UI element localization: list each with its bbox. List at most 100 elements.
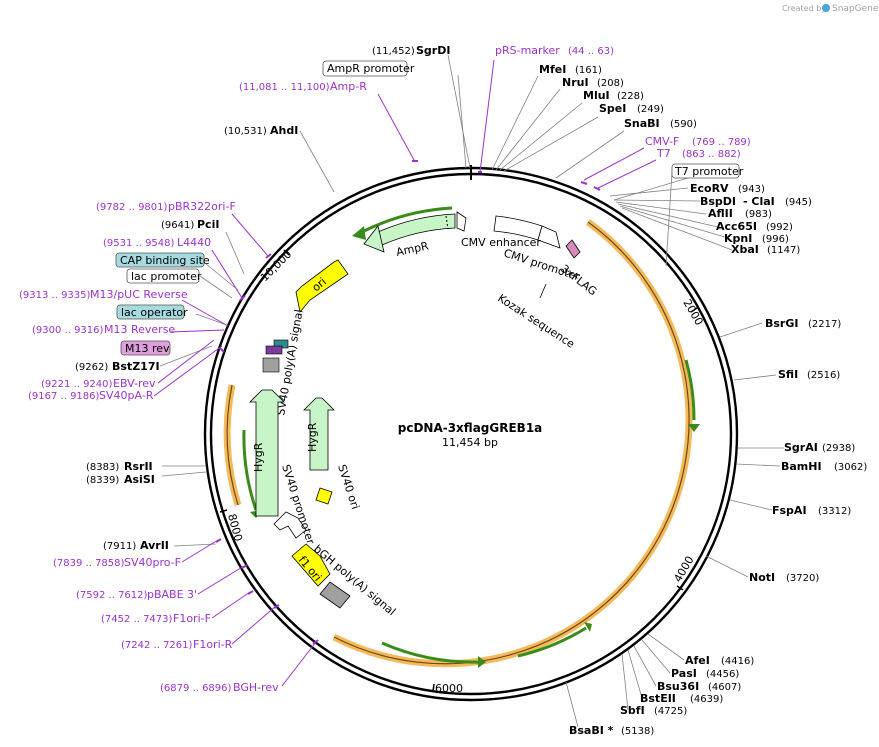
rsrii-pos: (8383)	[86, 462, 119, 473]
f1orir-leader	[231, 605, 277, 645]
sgrai-pos: (2938)	[822, 443, 855, 454]
t7-mark	[593, 186, 601, 191]
sv40-promoter-feature	[273, 511, 307, 539]
bgh-rev-leader	[281, 641, 317, 687]
cmv-promoter-feature	[537, 225, 561, 249]
l4440-leader	[211, 249, 243, 299]
rsrii-name: RsrII	[124, 460, 153, 473]
pbr322-leader	[231, 213, 269, 257]
ampr-body	[377, 213, 456, 246]
orf-arrow-bottom	[381, 641, 481, 664]
kozak-leader	[539, 283, 547, 299]
aflii-pos: (983)	[745, 209, 772, 220]
ori-feature	[295, 259, 349, 313]
ampr-promoter-label: AmpR promoter	[327, 62, 415, 75]
orf-arrow-top	[361, 206, 453, 234]
f1orif-name: F1ori-F	[173, 612, 211, 625]
f1orir-name: F1ori-R	[193, 638, 233, 651]
pbabe-mark	[241, 564, 248, 569]
bspdi-pos: (945)	[785, 197, 812, 208]
snabi-name: SnaBI	[624, 117, 660, 130]
sgrdi-pos: (11,452)	[372, 46, 415, 57]
hygr-label-1: HygR	[252, 442, 265, 472]
avrii-pos: (7911)	[103, 541, 136, 552]
cmv-enhancer-label: CMV enhancer	[461, 236, 541, 249]
flag-label: 3xFLAG	[558, 262, 599, 298]
orf-arc-main	[332, 219, 693, 668]
pasi-name: PasI	[671, 667, 697, 680]
sv40-ori-feature	[315, 487, 333, 505]
bgh-rev-name: BGH-rev	[233, 681, 279, 694]
mfei-name: MfeI	[539, 63, 566, 76]
clai-name: - ClaI	[743, 195, 775, 208]
mlui-pos: (228)	[617, 91, 644, 102]
mlui-name: MluI	[583, 89, 610, 102]
ecorv-name: EcoRV	[690, 182, 729, 195]
m13rev-name: M13 Reverse	[104, 323, 175, 336]
acc65i-name: Acc65I	[716, 220, 757, 233]
plasmid-name: pcDNA-3xflagGREB1a	[398, 421, 543, 435]
xbai-pos: (1147)	[767, 245, 800, 256]
sgrai-name: SgrAI	[784, 441, 818, 454]
t7-promoter-box	[671, 163, 740, 179]
bsrgi-name: BsrGI	[765, 317, 798, 330]
m13-rev-mark	[265, 345, 283, 355]
credit-prefix: Created by	[782, 4, 826, 13]
ahdi-name: AhdI	[270, 124, 298, 137]
ecorv-pos: (943)	[738, 184, 765, 195]
cmv-f-leader	[583, 147, 645, 181]
m13rev-leader	[169, 329, 225, 333]
bamhi-pos: (3062)	[834, 462, 867, 473]
ampr-primer-name: Amp-R	[330, 80, 367, 93]
asisi-name: AsiSI	[124, 473, 155, 486]
sfii-pos: (2516)	[807, 370, 840, 381]
cap-site-label: CAP binding site	[120, 254, 210, 267]
bsabi-name: BsaBI *	[569, 724, 614, 737]
bsu36i-pos: (4607)	[708, 682, 741, 693]
m13puc-pos: (9313 .. 9335)	[19, 290, 91, 301]
spei-pos: (249)	[637, 104, 664, 115]
m13puc-name: M13/pUC Reverse	[90, 288, 188, 301]
bstz17i-name: BstZ17I	[112, 360, 160, 373]
orf-arrow-bottom-head	[478, 656, 486, 668]
sv40-polya-feature	[262, 357, 280, 373]
avrii-name: AvrII	[140, 539, 169, 552]
asisi-pos: (8339)	[86, 475, 119, 486]
pbabe-leader	[197, 565, 245, 595]
sv40prof-pos: (7839 .. 7858)	[53, 558, 125, 569]
tick-8000	[219, 509, 228, 513]
sv40par-name: SV40pA-R	[99, 389, 154, 402]
mfei-pos: (161)	[575, 65, 602, 76]
lac-operator-box	[116, 304, 185, 320]
orf-arrow-right-head	[688, 424, 700, 432]
spei-name: SpeI	[599, 102, 626, 115]
orf-arrow-right	[684, 359, 696, 421]
pcii-pos: (9641)	[161, 220, 194, 231]
lac-promoter-box	[126, 268, 200, 284]
orf-arc-left-core	[226, 384, 239, 506]
aflii-name: AflII	[708, 207, 733, 220]
fspai-name: FspAI	[772, 504, 807, 517]
fspai-pos: (3312)	[818, 506, 851, 517]
kpni-name: KpnI	[724, 232, 752, 245]
f1orif-mark	[247, 590, 254, 595]
tick-10000	[283, 249, 290, 256]
sv40prof-leader	[181, 539, 219, 563]
prs-marker-pos: (44 .. 63)	[568, 46, 614, 57]
ebv-rev-leader	[157, 339, 215, 384]
cap-site-box	[115, 252, 205, 268]
bstz17i-pos: (9262)	[75, 362, 108, 373]
ampr-label: AmpR	[395, 239, 430, 259]
bgh-rev-mark	[312, 639, 319, 645]
sv40-ori-label: SV40 ori	[335, 463, 362, 511]
ahdi-pos: (10,531)	[224, 126, 267, 137]
ebv-rev-name: EBV-rev	[113, 377, 156, 390]
tick-6000	[432, 683, 435, 692]
top-leaders	[299, 54, 733, 267]
t7-name: T7	[656, 147, 671, 160]
f1orif-leader	[211, 591, 251, 619]
t7-pos: (863 .. 882)	[682, 149, 741, 160]
sv40par-pos: (9167 .. 9186)	[28, 391, 100, 402]
hygr-label-2: HygR	[306, 422, 319, 452]
